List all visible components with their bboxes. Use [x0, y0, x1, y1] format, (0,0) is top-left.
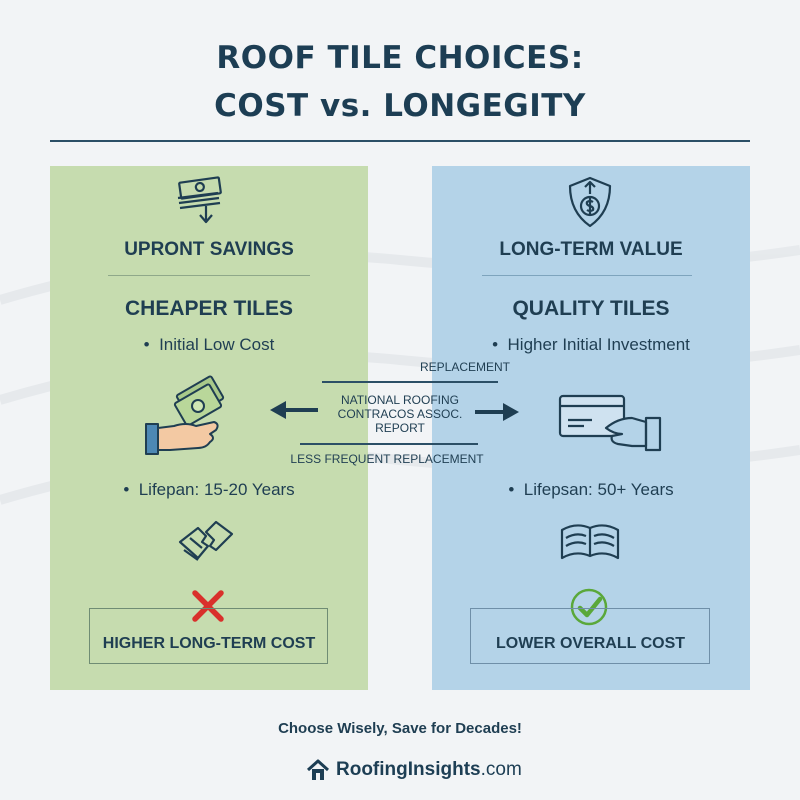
check-mark-icon: [568, 586, 610, 628]
left-bullet-lifespan: • Lifepan: 15-20 Years: [50, 480, 368, 500]
report-citation: NATIONAL ROOFING CONTRACOS ASSOC. REPORT: [325, 393, 475, 435]
bullet-dot: •: [143, 335, 160, 354]
arrow-left-icon: [268, 400, 320, 420]
right-bullet-lifespan: • Lifepsan: 50+ Years: [432, 480, 750, 500]
brand-name-suffix: .com: [480, 759, 522, 780]
left-bullet-lifespan-text: Lifepan: 15-20 Years: [138, 480, 295, 499]
report-line-1: NATIONAL ROOFING: [340, 393, 459, 407]
higher-cost-label: HIGHER LONG-TERM COST: [102, 635, 316, 652]
right-bullet-cost-text: Higher Initial Investment: [507, 335, 690, 354]
report-line-3: REPORT: [375, 421, 425, 435]
hand-card-icon: [556, 388, 666, 458]
x-mark-icon: [190, 588, 226, 624]
right-heading-divider: [482, 275, 692, 276]
right-bullet-lifespan-text: Lifepsan: 50+ Years: [523, 480, 674, 499]
stacked-tiles-icon: [558, 518, 622, 564]
brand-name: RoofingInsights.com: [336, 759, 522, 781]
money-stack-down-icon: [174, 176, 230, 228]
center-top-line: [322, 381, 498, 383]
lower-cost-box: [470, 608, 710, 664]
report-line-2: CONTRACOS ASSOC.: [337, 407, 463, 421]
shield-dollar-icon: [564, 174, 616, 230]
lower-cost-label: LOWER OVERALL COST: [495, 635, 686, 652]
replacement-label: REPLACEMENT: [419, 360, 511, 374]
right-bullet-cost: • Higher Initial Investment: [432, 335, 750, 355]
long-term-value-heading: LONG-TERM VALUE: [499, 239, 683, 260]
center-bottom-line: [300, 443, 478, 445]
title-divider: [50, 140, 750, 142]
cheaper-tiles-title: CHEAPER TILES: [124, 297, 294, 320]
tagline: Choose Wisely, Save for Decades!: [278, 720, 522, 737]
left-bullet-cost: • Initial Low Cost: [50, 335, 368, 355]
brand-name-bold: RoofingInsights: [336, 759, 481, 780]
higher-cost-box: [89, 608, 328, 664]
bullet-dot: •: [492, 335, 508, 354]
house-logo-icon: [306, 758, 330, 782]
title-line-2: COST vs. LONGEGITY: [214, 88, 586, 124]
bullet-dot: •: [123, 480, 139, 499]
less-frequent-label: LESS FREQUENT REPLACEMENT: [290, 452, 484, 466]
broken-tile-icon: [176, 516, 236, 564]
arrow-right-icon: [473, 402, 521, 422]
title-line-1: ROOF TILE CHOICES:: [216, 40, 584, 76]
bullet-dot: •: [508, 480, 524, 499]
brand-logo[interactable]: RoofingInsights.com: [306, 758, 522, 782]
hand-cash-icon: [140, 372, 230, 462]
page-title: ROOF TILE CHOICES: COST vs. LONGEGITY: [0, 34, 800, 130]
left-heading-divider: [108, 275, 310, 276]
quality-tiles-title: QUALITY TILES: [512, 297, 670, 320]
left-bullet-cost-text: Initial Low Cost: [159, 335, 275, 354]
upfront-savings-heading: UPRONT SAVINGS: [124, 239, 294, 260]
